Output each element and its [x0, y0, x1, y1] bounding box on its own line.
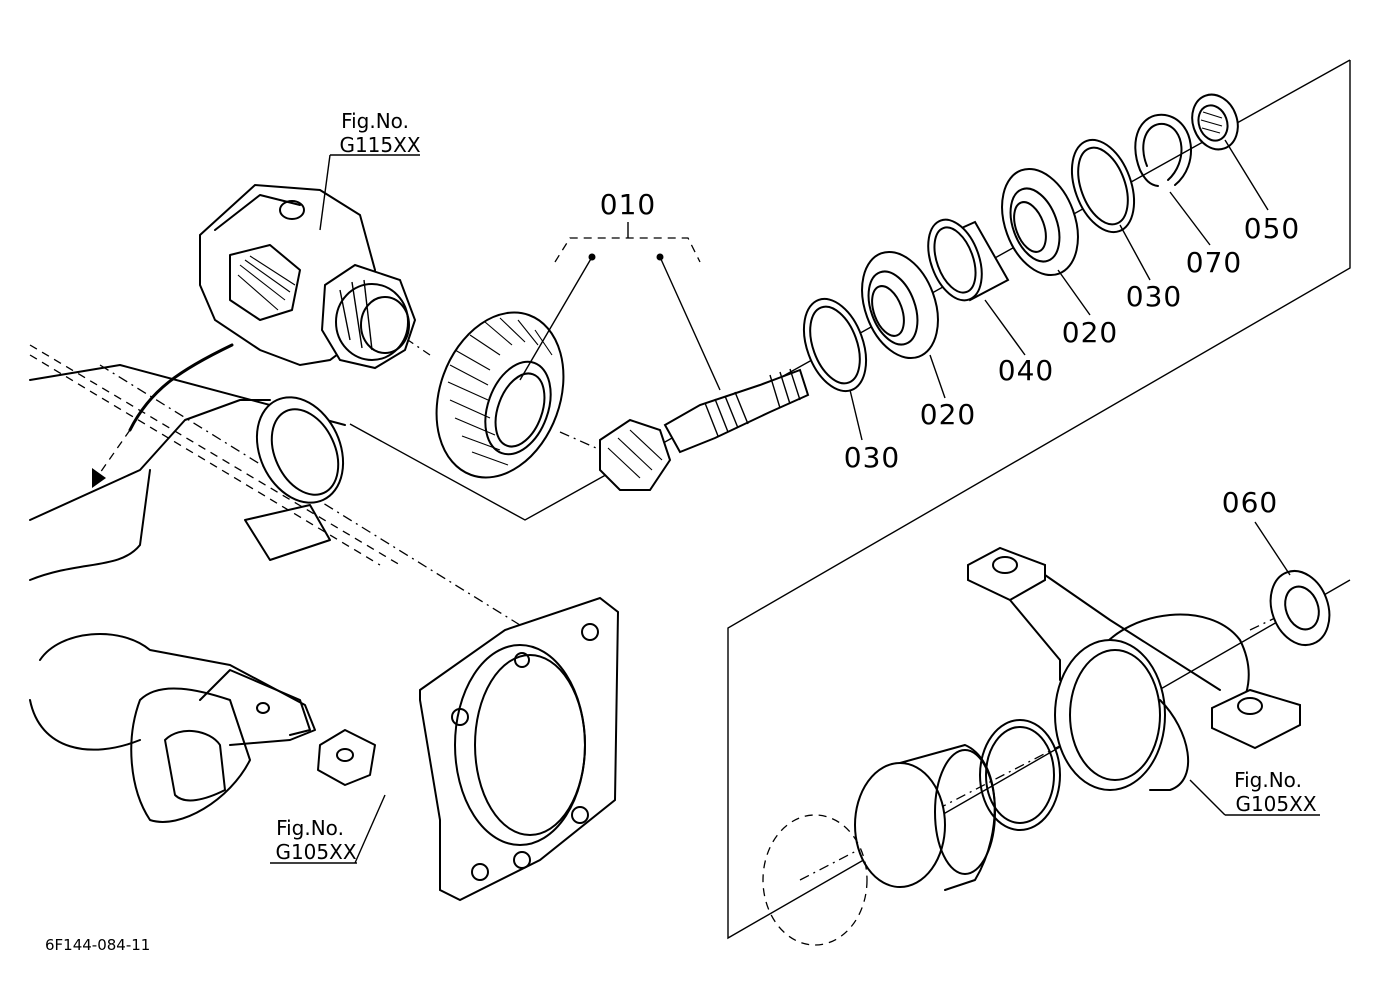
oil-seal-060 [1269, 570, 1331, 646]
drawing-id: 6F144-084-11 [45, 936, 150, 954]
sleeve-040 [927, 218, 1010, 302]
shim-030-upper [1070, 138, 1136, 234]
figure-references: Fig.No. G115XX Fig.No. G105XX Fig.No. G1… [275, 109, 1316, 864]
differential-case [199, 183, 417, 370]
part-label-060: 060 [1222, 486, 1278, 519]
front-axle-case [29, 344, 620, 902]
part-label-020-lower: 020 [920, 398, 976, 431]
fig-ref-right-prefix: Fig.No. [1234, 768, 1302, 792]
fig-ref-left-code: G105XX [275, 840, 356, 864]
snap-ring-070 [1134, 113, 1192, 187]
part-label-020-upper: 020 [1062, 316, 1118, 349]
bearing-020-lower [861, 250, 939, 360]
shim-030-lower [802, 297, 868, 393]
fig-ref-left-prefix: Fig.No. [276, 816, 344, 840]
lock-nut-050 [1191, 93, 1239, 151]
leader-lines [92, 139, 1320, 864]
part-label-040: 040 [998, 354, 1054, 387]
fig-ref-top-prefix: Fig.No. [341, 109, 409, 133]
ring-gear [435, 311, 565, 479]
part-label-030-upper: 030 [1126, 280, 1182, 313]
fig-ref-top-code: G115XX [339, 133, 420, 157]
axle-bracket [762, 546, 1301, 946]
part-labels: 010 050 070 030 020 040 020 030 060 [600, 188, 1300, 519]
pinion-shaft [599, 368, 810, 491]
bearing-020-upper [1001, 167, 1079, 277]
part-label-010: 010 [600, 188, 656, 221]
part-label-050: 050 [1244, 212, 1300, 245]
fig-ref-right-code: G105XX [1235, 792, 1316, 816]
part-label-030-lower: 030 [844, 441, 900, 474]
part-label-070: 070 [1186, 246, 1242, 279]
